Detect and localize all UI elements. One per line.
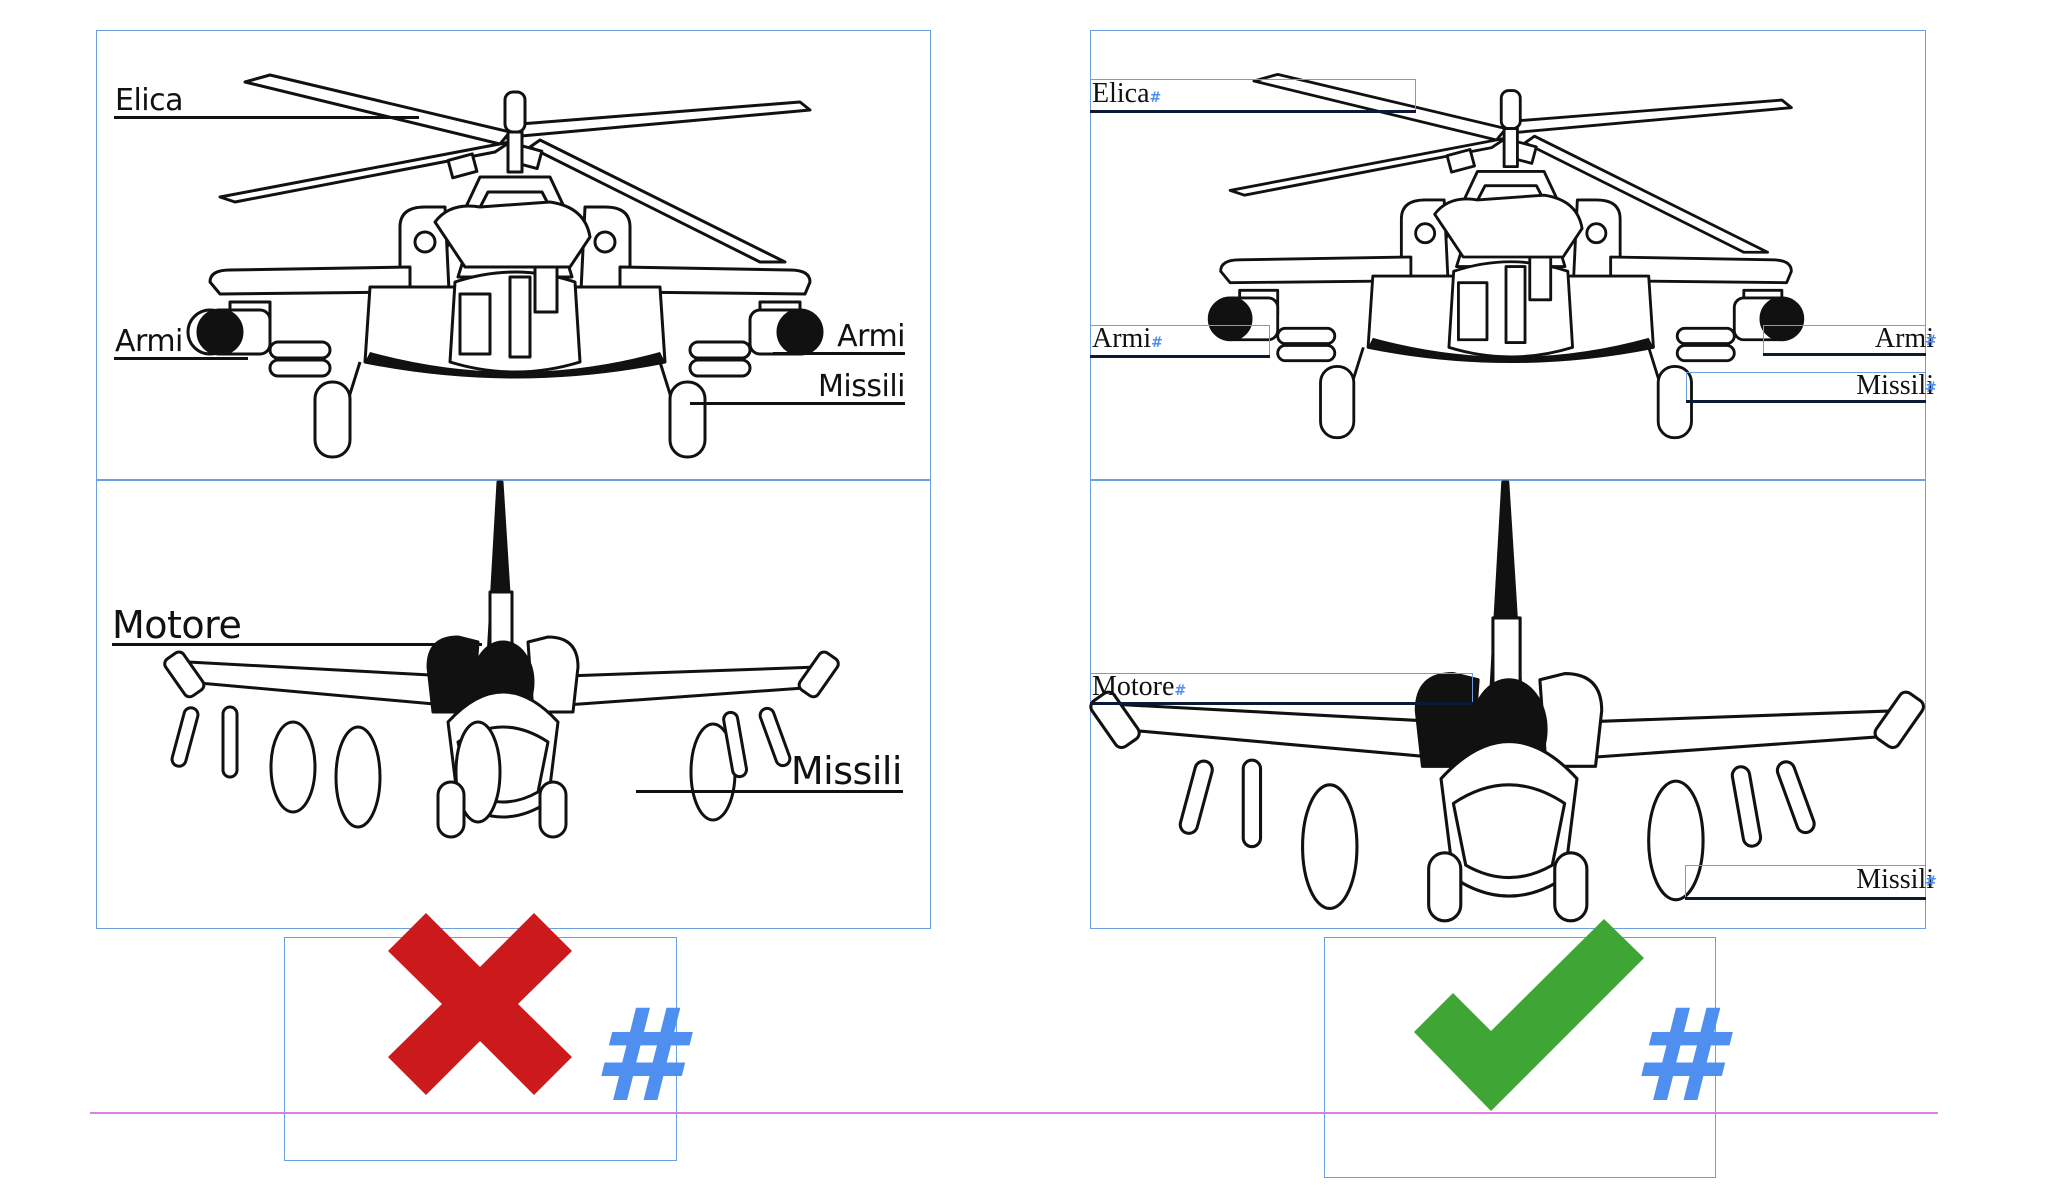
helicopter-frame-wrong[interactable] <box>96 30 931 481</box>
leader-line-elica <box>114 116 419 119</box>
label-armi-right: Armi <box>1874 323 1934 354</box>
hash-anchor-icon: # <box>1925 380 1937 396</box>
label-armi-left: Armi <box>115 324 183 359</box>
hash-anchor-icon: # <box>1149 90 1162 106</box>
label-missili-jet: Missili <box>790 749 903 793</box>
underline-motore <box>1090 702 1473 705</box>
underline-armi-left <box>1090 355 1270 358</box>
hash-anchor-icon: # <box>1151 335 1163 351</box>
green-check-icon <box>1414 919 1644 1111</box>
jet-illustration <box>163 480 840 839</box>
leader-line-missili-heli <box>690 402 905 405</box>
hash-anchor-icon: # <box>1174 683 1187 699</box>
leader-line-armi-left <box>114 357 248 360</box>
hash-anchor-icon: # <box>593 982 683 1131</box>
hash-anchor-icon: # <box>1633 982 1723 1131</box>
jet-frame-wrong[interactable] <box>96 479 931 929</box>
label-motore: Motore <box>112 603 242 647</box>
leader-line-motore <box>112 643 482 646</box>
underline-elica <box>1090 110 1416 113</box>
label-missili-heli: Missili <box>818 369 905 404</box>
jet-illustration <box>1089 480 1925 923</box>
label-armi-right: Armi <box>837 319 905 354</box>
helicopter-illustration <box>1207 72 1805 440</box>
underline-missili-jet <box>1685 897 1926 900</box>
helicopter-illustration <box>186 73 824 459</box>
leader-line-armi-right <box>773 352 905 355</box>
label-motore: Motore# <box>1092 671 1187 702</box>
leader-line-missili-jet <box>636 790 903 793</box>
correct-marker-box[interactable] <box>1324 937 1716 1178</box>
underline-armi-right <box>1763 353 1926 356</box>
label-elica: Elica <box>115 83 184 118</box>
label-armi-left: Armi# <box>1092 323 1163 354</box>
baseline-guide <box>90 1112 1938 1114</box>
underline-missili-heli <box>1686 400 1926 403</box>
hash-anchor-icon: # <box>1925 874 1937 890</box>
hash-anchor-icon: # <box>1925 333 1937 349</box>
red-x-icon <box>388 913 572 1095</box>
label-missili-jet: Missili <box>1856 864 1934 895</box>
label-missili-heli: Missili <box>1856 370 1934 401</box>
label-elica: Elica# <box>1092 78 1162 109</box>
wrong-marker-box[interactable] <box>284 937 677 1161</box>
